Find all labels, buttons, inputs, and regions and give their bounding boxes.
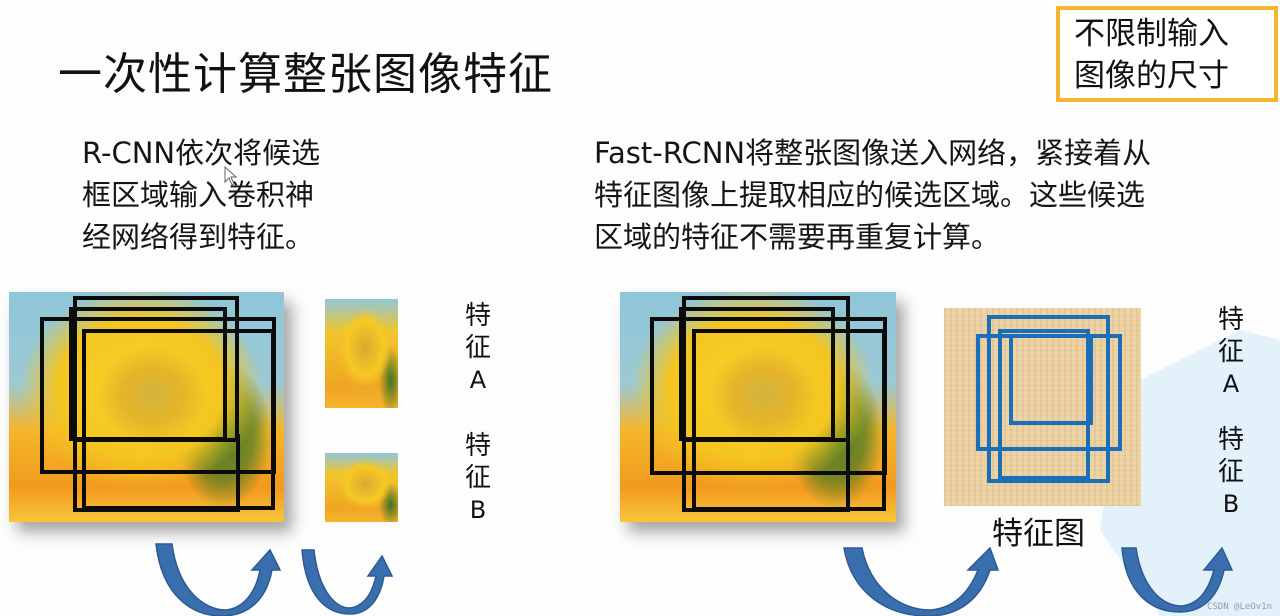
note-line-2: 图像的尺寸 bbox=[1074, 58, 1229, 94]
feature-a-label-right: 特 征 A bbox=[1217, 305, 1244, 398]
sunflower-image-right bbox=[620, 292, 896, 522]
curved-arrow-icon bbox=[155, 543, 282, 616]
rcnn-description-line: 经网络得到特征。 bbox=[82, 220, 315, 254]
curved-arrow-icon bbox=[1121, 546, 1234, 613]
sunflower-image-left bbox=[9, 292, 284, 522]
curved-arrow-icon bbox=[843, 546, 1000, 616]
rcnn-description: R-CNN依次将候选 框区域输入卷积神 经网络得到特征。 bbox=[82, 132, 320, 258]
feature-map-box bbox=[998, 329, 1090, 480]
fast-rcnn-description-line: Fast-RCNN将整张图像送入网络，紧接着从 bbox=[594, 136, 1152, 170]
cropped-region-a bbox=[325, 299, 398, 408]
fast-rcnn-description-line: 区域的特征不需要再重复计算。 bbox=[594, 220, 1001, 254]
feature-map-box bbox=[987, 315, 1110, 483]
fast-rcnn-description: Fast-RCNN将整张图像送入网络，紧接着从 特征图像上提取相应的候选区域。这… bbox=[594, 132, 1151, 258]
watermark: CSDN @LeOv1n bbox=[1206, 602, 1272, 612]
feature-b-label-right: 特 征 B bbox=[1217, 425, 1244, 518]
note-box: 不限制输入 图像的尺寸 bbox=[1056, 6, 1278, 102]
proposal-box bbox=[69, 307, 227, 441]
background-shape bbox=[1100, 330, 1280, 616]
curved-arrow-icon bbox=[301, 549, 394, 615]
note-line-1: 不限制输入 bbox=[1074, 16, 1229, 52]
proposal-box bbox=[682, 434, 850, 512]
feature-map-caption: 特征图 bbox=[992, 516, 1085, 552]
slide-title: 一次性计算整张图像特征 bbox=[58, 49, 553, 100]
proposal-box bbox=[679, 307, 835, 441]
feature-b-label-left: 特 征 B bbox=[464, 431, 491, 524]
proposal-box bbox=[73, 434, 240, 512]
cropped-region-b bbox=[325, 453, 398, 522]
feature-a-label-left: 特 征 A bbox=[464, 301, 491, 394]
mouse-cursor-icon bbox=[224, 166, 238, 186]
fast-rcnn-description-line: 特征图像上提取相应的候选区域。这些候选 bbox=[594, 178, 1146, 212]
feature-map bbox=[944, 308, 1141, 506]
rcnn-description-line: R-CNN依次将候选 bbox=[82, 136, 321, 170]
feature-map-box bbox=[1009, 334, 1093, 425]
rcnn-description-line: 框区域输入卷积神 bbox=[82, 178, 315, 212]
